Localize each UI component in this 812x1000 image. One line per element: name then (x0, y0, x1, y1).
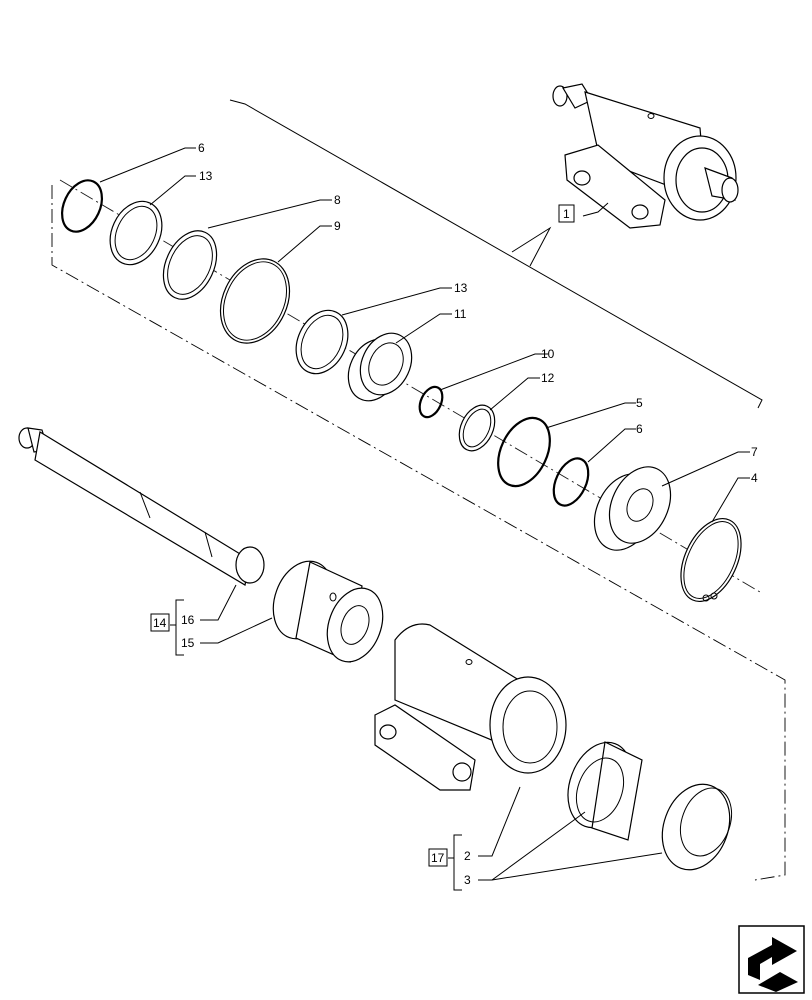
part-oring-10 (418, 385, 444, 419)
part-seal-kit-3a (567, 741, 643, 841)
callout-13-mid: 13 (454, 281, 468, 295)
kit-bracket-17 (448, 834, 462, 891)
callout-13-top: 13 (199, 169, 213, 183)
assembled-cylinder-illustration (552, 83, 739, 229)
leader-lines (99, 147, 750, 881)
kit-box-14: 14 (150, 613, 170, 632)
callout-16: 16 (181, 613, 195, 627)
callout-12: 12 (541, 371, 555, 385)
part-backup-ring-13b (295, 309, 349, 375)
kit-box-17: 17 (428, 848, 448, 867)
part-circlip-4 (680, 518, 742, 602)
kit-box-1: 1 (558, 204, 575, 223)
callout-6-top: 6 (198, 141, 205, 155)
part-oring-6a (60, 179, 104, 233)
part-oring-5 (497, 416, 551, 488)
part-ring-9 (219, 258, 291, 344)
callout-10: 10 (541, 347, 555, 361)
kit-bracket-14 (170, 599, 184, 656)
kit-label-17: 17 (431, 851, 445, 865)
part-cylinder-barrel-2 (374, 623, 567, 791)
part-piston-15 (272, 560, 384, 663)
part-ring-8 (162, 230, 218, 300)
part-seal-kit-3b (661, 783, 733, 871)
part-backup-ring-13a (109, 200, 163, 266)
callout-4: 4 (751, 471, 758, 485)
part-piston-rod-16 (18, 427, 265, 586)
callout-6-mid: 6 (636, 422, 643, 436)
next-page-arrow-icon[interactable] (738, 925, 805, 994)
part-seal-11 (347, 332, 413, 402)
callout-3: 3 (464, 873, 471, 887)
part-gland-7 (593, 466, 672, 551)
kit-label-14: 14 (153, 616, 167, 630)
part-oring-6b (552, 457, 590, 507)
callout-11: 11 (454, 307, 467, 321)
part-snap-ring-12 (458, 404, 496, 452)
callout-9: 9 (334, 219, 341, 233)
callout-5: 5 (636, 396, 643, 410)
callout-7: 7 (751, 445, 758, 459)
callout-2: 2 (464, 849, 471, 863)
callout-15: 15 (181, 636, 195, 650)
callout-8: 8 (334, 193, 341, 207)
kit-label-1: 1 (563, 207, 570, 221)
